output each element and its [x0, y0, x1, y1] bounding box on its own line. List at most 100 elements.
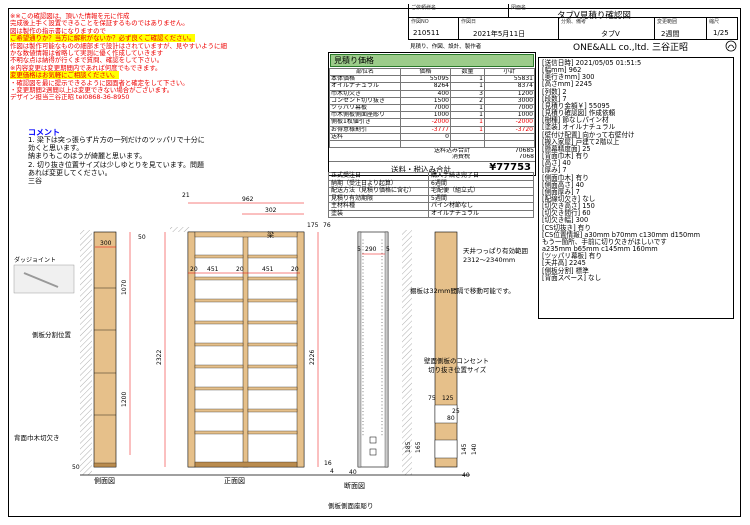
dim-h76: 76	[323, 222, 331, 229]
shelf-pin-hole	[381, 348, 383, 350]
shelf-pin-hole	[381, 427, 383, 429]
shelf-pin-hole	[381, 364, 383, 366]
summary-label: 消費税	[451, 154, 470, 161]
price-cell	[450, 132, 485, 142]
info-line: [側面巾木] 有り	[542, 173, 589, 182]
note-line: デザイン担当三谷正昭 tel0868-36-8950	[10, 93, 130, 102]
shelf-pin-hole	[381, 421, 383, 422]
dim-w80: 80	[447, 415, 455, 422]
total-value: ¥77753	[489, 161, 531, 173]
shelf-pin-hole	[381, 361, 383, 363]
info-line: [CS切抜き] 有り	[542, 223, 591, 232]
shelf-pin-hole	[362, 252, 364, 254]
info-line: [見積り確認図] 作成依頼	[542, 109, 616, 118]
section-view	[357, 231, 389, 468]
scale: 1/25	[713, 29, 729, 37]
dim-h1070: 1070	[121, 280, 128, 295]
dim-h40b: 40	[349, 469, 357, 476]
shelf-pin-hole	[362, 401, 364, 403]
shelf-pin-hole	[362, 388, 364, 389]
shelf-pin-hole	[381, 242, 383, 244]
shelf-pin-hole	[381, 246, 383, 248]
dim-w451b: 451	[262, 266, 274, 273]
price-cell: 1200	[483, 89, 536, 98]
shelf-pin-hole	[362, 355, 364, 356]
price-cell	[329, 140, 401, 149]
dim-w290: 290	[365, 246, 377, 253]
price-cell: 55095	[400, 75, 451, 84]
section-view-label: 断面図	[344, 481, 365, 490]
shelf-pin-hole	[362, 328, 364, 330]
shelf-pin-hole	[362, 371, 364, 373]
joint-bolt-icon	[23, 272, 59, 288]
shelf-pin-hole	[381, 407, 383, 409]
total-label: 送料・税込み合計	[391, 164, 451, 174]
price-cell: 1	[450, 82, 485, 91]
shelf-pin-hole	[381, 285, 383, 287]
dim-w25: 25	[452, 408, 460, 415]
shelf-pin-hole	[362, 384, 364, 386]
dim-h2226: 2226	[309, 350, 316, 365]
side-view-label: 側面図	[94, 476, 115, 485]
note-line: 変更価格はお気軽にご相談ください。	[10, 71, 119, 80]
shelf-pin-hole	[362, 424, 364, 426]
info-line: もう一箇所、手前に切り欠きがほしいです	[542, 237, 667, 246]
price-cell: コンセント切り抜き	[329, 96, 401, 106]
dim-w5a: 5	[357, 246, 361, 253]
shelf-pin-hole	[362, 312, 364, 314]
shelf-pin-hole	[381, 256, 383, 257]
price-cell: -3777	[400, 125, 451, 134]
shelf-pin-hole	[381, 391, 383, 393]
shelf-pin-hole	[362, 298, 364, 300]
comment-line: 納まりもこのほうが綺麗と思います。	[28, 152, 147, 161]
dim-w20c: 20	[291, 266, 299, 273]
shelf-pin-hole	[381, 295, 383, 297]
shelf-pin-hole	[362, 269, 364, 271]
shelf-pin-hole	[362, 305, 364, 307]
date: 2021年5月11日	[473, 30, 526, 38]
price-cell: 1	[450, 118, 485, 127]
price-cell: 1000	[483, 111, 536, 120]
dim-h1200: 1200	[121, 392, 128, 407]
shelf-pin-hole	[362, 308, 364, 310]
shelf-pin-hole	[362, 335, 364, 337]
title-block: ご依頼様名 図面名 タブV見積り確認図 作図NO 210511 作図日 2021…	[408, 4, 738, 54]
shelf-pin-hole	[362, 282, 364, 284]
front-shelf	[194, 276, 244, 281]
price-cell: 1	[450, 111, 485, 120]
spec-row: 正式受注日購入手続き完了日	[328, 172, 534, 181]
info-line: [配線切欠き] なし	[542, 194, 596, 203]
price-cell: 巾木切欠き	[329, 89, 401, 98]
shelf-pin-hole	[362, 239, 364, 241]
shelf-pin-hole	[381, 259, 383, 261]
shelf-pin-hole	[381, 430, 383, 432]
dim-h145: 145	[461, 443, 468, 455]
shelf-pin-hole	[362, 417, 364, 419]
tag-joint-label: ダッジョイント	[14, 256, 56, 264]
spec-label: 正式受注日	[328, 172, 429, 181]
skirting-cut-label: 背面巾木切欠き	[14, 433, 60, 442]
shelf-pin-hole	[381, 249, 383, 251]
spec-value: オイルナチュラル	[428, 209, 534, 218]
shelf-pin-hole	[362, 325, 364, 327]
front-shelf	[247, 342, 298, 347]
shelf-pin-hole	[362, 404, 364, 406]
shelf-pin-hole	[362, 295, 364, 297]
shelf-pin-hole	[362, 394, 364, 396]
summary-label: 送料込み合計	[433, 148, 470, 155]
price-cell	[400, 140, 451, 149]
price-cell: 送料	[329, 132, 401, 142]
shelf-pin-hole	[362, 285, 364, 287]
dim-w75: 75	[428, 395, 436, 402]
shelf-pin-hole	[362, 322, 364, 323]
shelf-pin-hole	[381, 279, 383, 281]
note-line: 作図は製作可能なものの細部まで設計はされていますが、見やすいように細	[10, 41, 227, 50]
order-info-panel: [送信日時] 2021/05/05 01:51:5[幅mm] 962[奥行きmm…	[538, 57, 734, 319]
side-split-label: 側板分割位置	[32, 330, 72, 339]
drawing-name-label: 図面名	[511, 5, 527, 11]
shelf-pin-hole	[362, 318, 364, 320]
shelf-pin-hole	[381, 417, 383, 419]
